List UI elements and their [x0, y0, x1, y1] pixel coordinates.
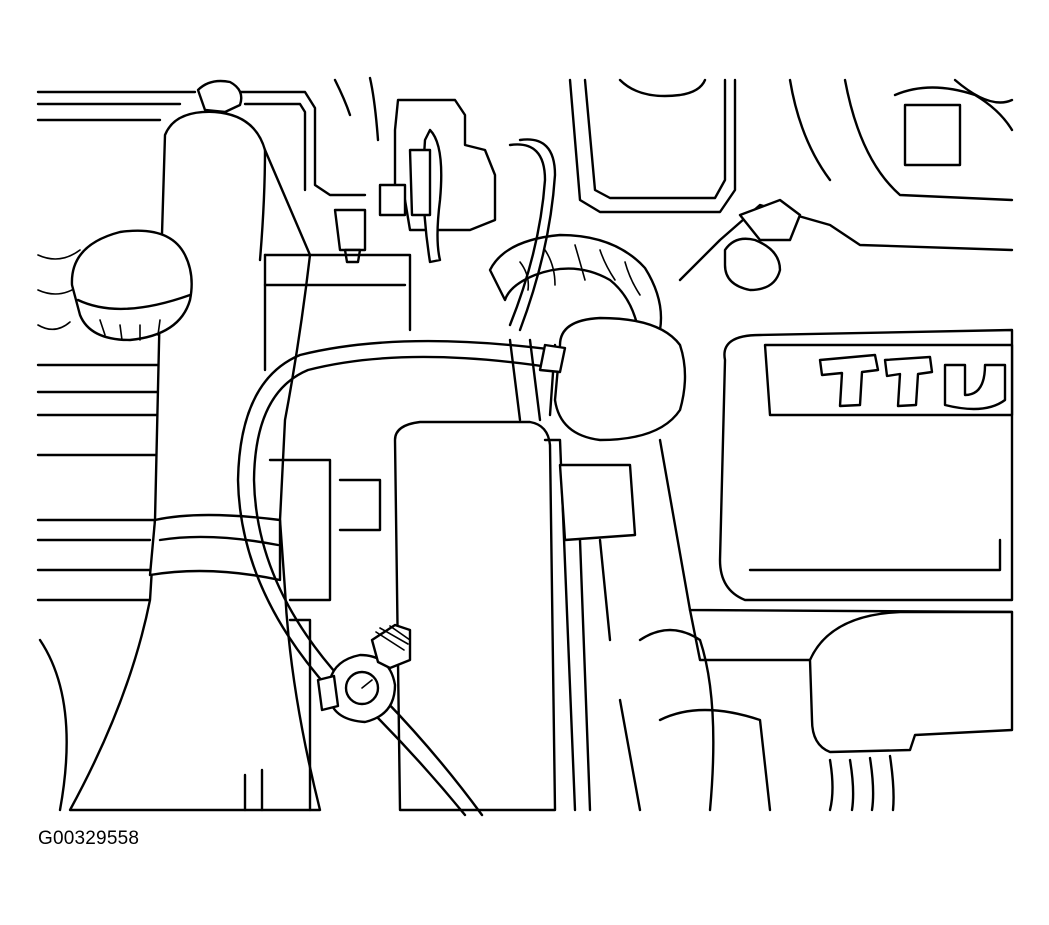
right-connector: [723, 198, 802, 292]
central-hose-assembly: [488, 138, 687, 442]
engine-cover: [658, 203, 1014, 662]
filler-neck-pipe: [68, 79, 322, 812]
test-gauge-hose: [236, 339, 567, 817]
reservoir-cap: [70, 229, 193, 342]
figure-id-label: G00329558: [38, 828, 140, 849]
sensor-cluster: [333, 98, 497, 264]
central-reservoir: [393, 420, 637, 812]
lower-right-structure: [618, 610, 1014, 812]
upper-right-components: [568, 78, 1014, 214]
center-box: [263, 253, 412, 602]
left-engine-structure: [36, 90, 252, 812]
top-bracket: [228, 76, 380, 197]
bottom-left-details: [243, 618, 312, 812]
